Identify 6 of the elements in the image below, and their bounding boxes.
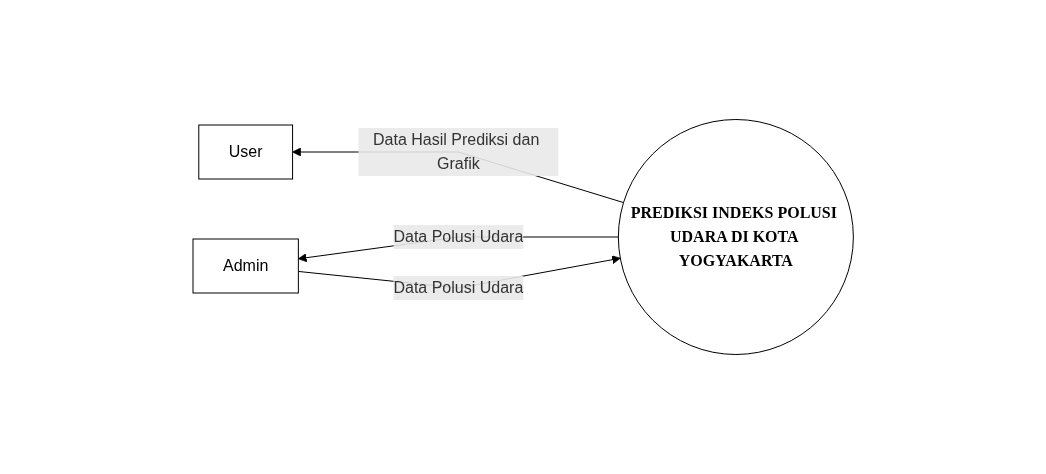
edge-label: Data Polusi Udara: [393, 279, 524, 296]
node-box: Admin: [192, 238, 299, 294]
node-circle: PREDIKSI INDEKS POLUSI UDARA DI KOTA YOGYAKARTA: [617, 119, 854, 355]
node-box: User: [198, 124, 293, 180]
edge-label: Data Polusi Udara: [393, 228, 524, 245]
edge-label: Data Hasil Prediksi dan Grafik: [372, 131, 540, 172]
